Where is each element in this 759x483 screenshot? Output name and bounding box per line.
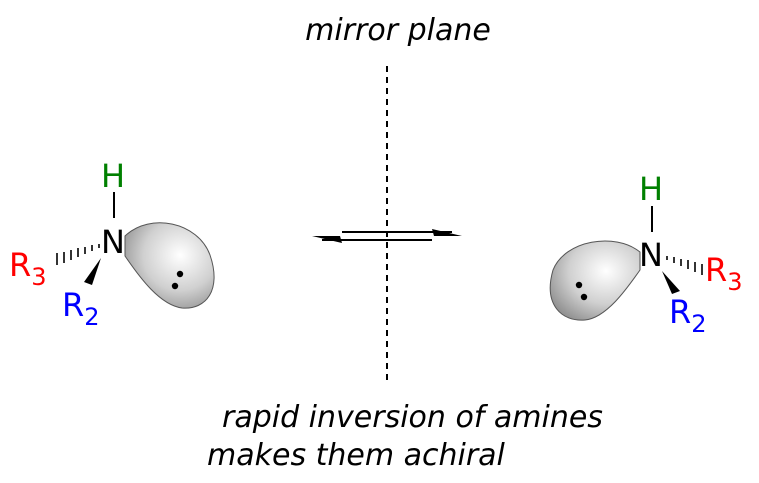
right-amine: H N R3 R2	[549, 170, 743, 338]
right-r3-group: R3	[705, 251, 743, 296]
left-hydrogen: H	[101, 157, 125, 195]
right-lone-pair-lobe	[549, 240, 641, 321]
right-nitrogen: N	[639, 236, 663, 274]
right-lone-pair-dot	[575, 281, 583, 289]
left-amine: H N R3 R2	[9, 157, 215, 331]
left-r2-group: R2	[62, 286, 100, 331]
forward-arrow-head	[432, 229, 462, 236]
right-hashed-bond	[666, 256, 703, 275]
equilibrium-arrows	[312, 229, 462, 243]
left-nitrogen: N	[101, 223, 125, 261]
left-wedge-bond	[84, 258, 101, 285]
right-lone-pair-dot	[580, 293, 588, 301]
left-hashed-bond	[56, 244, 100, 265]
left-lone-pair-dot	[171, 282, 179, 290]
left-lone-pair-dot	[176, 270, 184, 278]
mirror-plane-label: mirror plane	[305, 13, 491, 48]
left-lone-pair-lobe	[124, 222, 215, 309]
caption-line-2: makes them achiral	[207, 438, 506, 473]
reverse-arrow-head	[312, 236, 342, 243]
left-r3-group: R3	[9, 246, 47, 291]
caption-line-1: rapid inversion of amines	[222, 400, 603, 435]
right-r2-group: R2	[669, 293, 707, 338]
right-wedge-bond	[662, 271, 680, 294]
right-hydrogen: H	[639, 170, 663, 208]
